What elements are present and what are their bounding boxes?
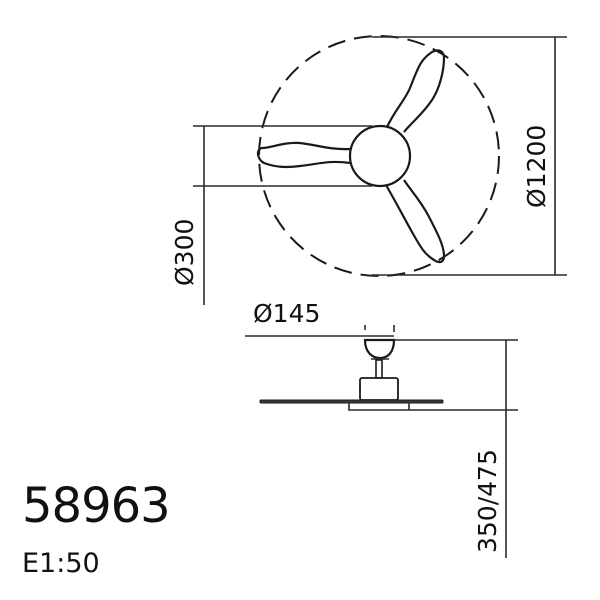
model-number: 58963 — [22, 478, 171, 534]
dim-fan-diameter-label: Ø1200 — [522, 125, 551, 208]
dim-hub-diameter-label: Ø300 — [170, 219, 199, 286]
blade-lower-right — [385, 179, 446, 264]
motor-housing — [359, 377, 399, 401]
hub-circle — [348, 124, 412, 188]
dim-height-label: 350/475 — [473, 449, 502, 553]
dim-canopy-diameter-label: Ø145 — [253, 299, 320, 328]
blade-upper-right — [386, 49, 446, 133]
blade-profile — [259, 399, 444, 404]
canopy — [363, 338, 396, 360]
blade-left — [256, 141, 351, 169]
top-view: Ø1200 Ø300 — [170, 35, 567, 305]
scale-label: E1:50 — [22, 548, 100, 579]
downrod — [375, 359, 383, 379]
side-view: Ø145 350/475 — [245, 299, 518, 558]
bottom-cap — [348, 403, 410, 411]
blade-sweep-circle — [258, 35, 500, 277]
